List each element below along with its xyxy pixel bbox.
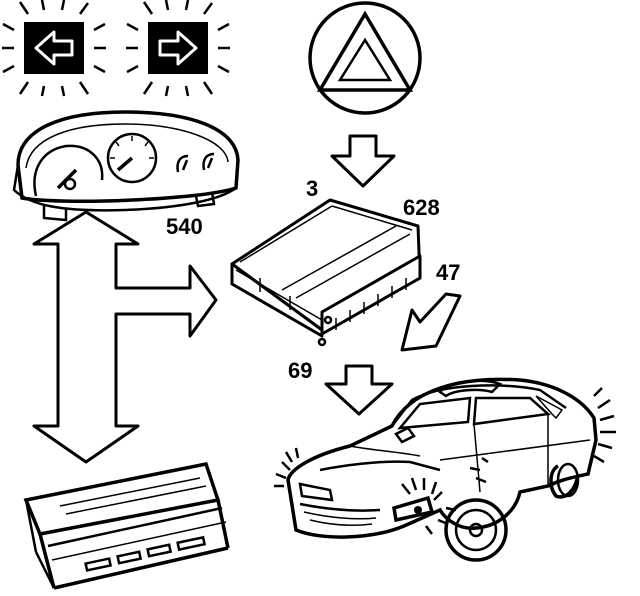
car-arrow-icon	[324, 364, 394, 416]
right-turn-indicator-icon	[126, 0, 230, 97]
label-lamp-output: 69	[288, 358, 312, 383]
label-control-module: 628	[403, 195, 440, 220]
display-panel-icon	[23, 461, 230, 590]
down-arrow-icon	[330, 134, 396, 188]
diagonal-arrow-icon	[400, 292, 462, 352]
label-hazard-input: 3	[306, 176, 318, 201]
label-turn-output: 47	[436, 260, 460, 285]
car-icon	[274, 377, 616, 562]
control-module-icon	[230, 198, 422, 347]
hazard-warning-triangle-icon	[308, 1, 422, 115]
left-turn-indicator-icon	[2, 0, 106, 97]
bus-arrow-icon	[32, 210, 218, 464]
label-instrument-cluster: 540	[166, 214, 203, 239]
instrument-cluster-icon	[12, 110, 240, 222]
